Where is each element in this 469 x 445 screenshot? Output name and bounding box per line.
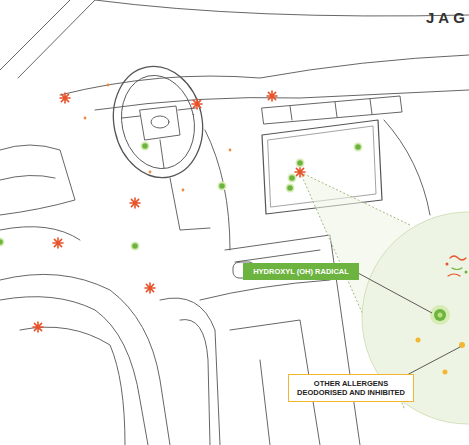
callout-text: HYDROXYL (OH) RADICAL	[246, 267, 356, 276]
hydroxyl-radical-large	[430, 305, 450, 325]
hydroxyl-particles	[0, 142, 363, 251]
allergen-dots	[416, 338, 466, 375]
callout-box: OTHER ALLERGENS DEODORISED AND INHIBITED	[288, 374, 414, 402]
pollutant-particles	[33, 91, 305, 332]
callout-box: HYDROXYL (OH) RADICAL	[243, 263, 359, 280]
small-particles	[84, 84, 232, 192]
callout-text: OTHER ALLERGENS DEODORISED AND INHIBITED	[293, 379, 409, 397]
brand-logo: JAG	[426, 9, 469, 26]
molecule	[446, 256, 468, 276]
leader-line	[358, 273, 432, 313]
leader-line	[405, 347, 460, 376]
